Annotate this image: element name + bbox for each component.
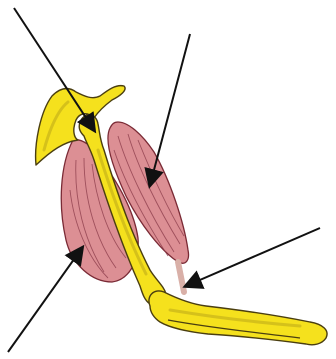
- radius-ulna: [149, 291, 327, 345]
- tendon: [178, 262, 184, 292]
- arrow-tendon: [186, 228, 320, 286]
- arrow-front-muscle: [150, 34, 190, 185]
- arrow-back-muscle: [8, 248, 82, 352]
